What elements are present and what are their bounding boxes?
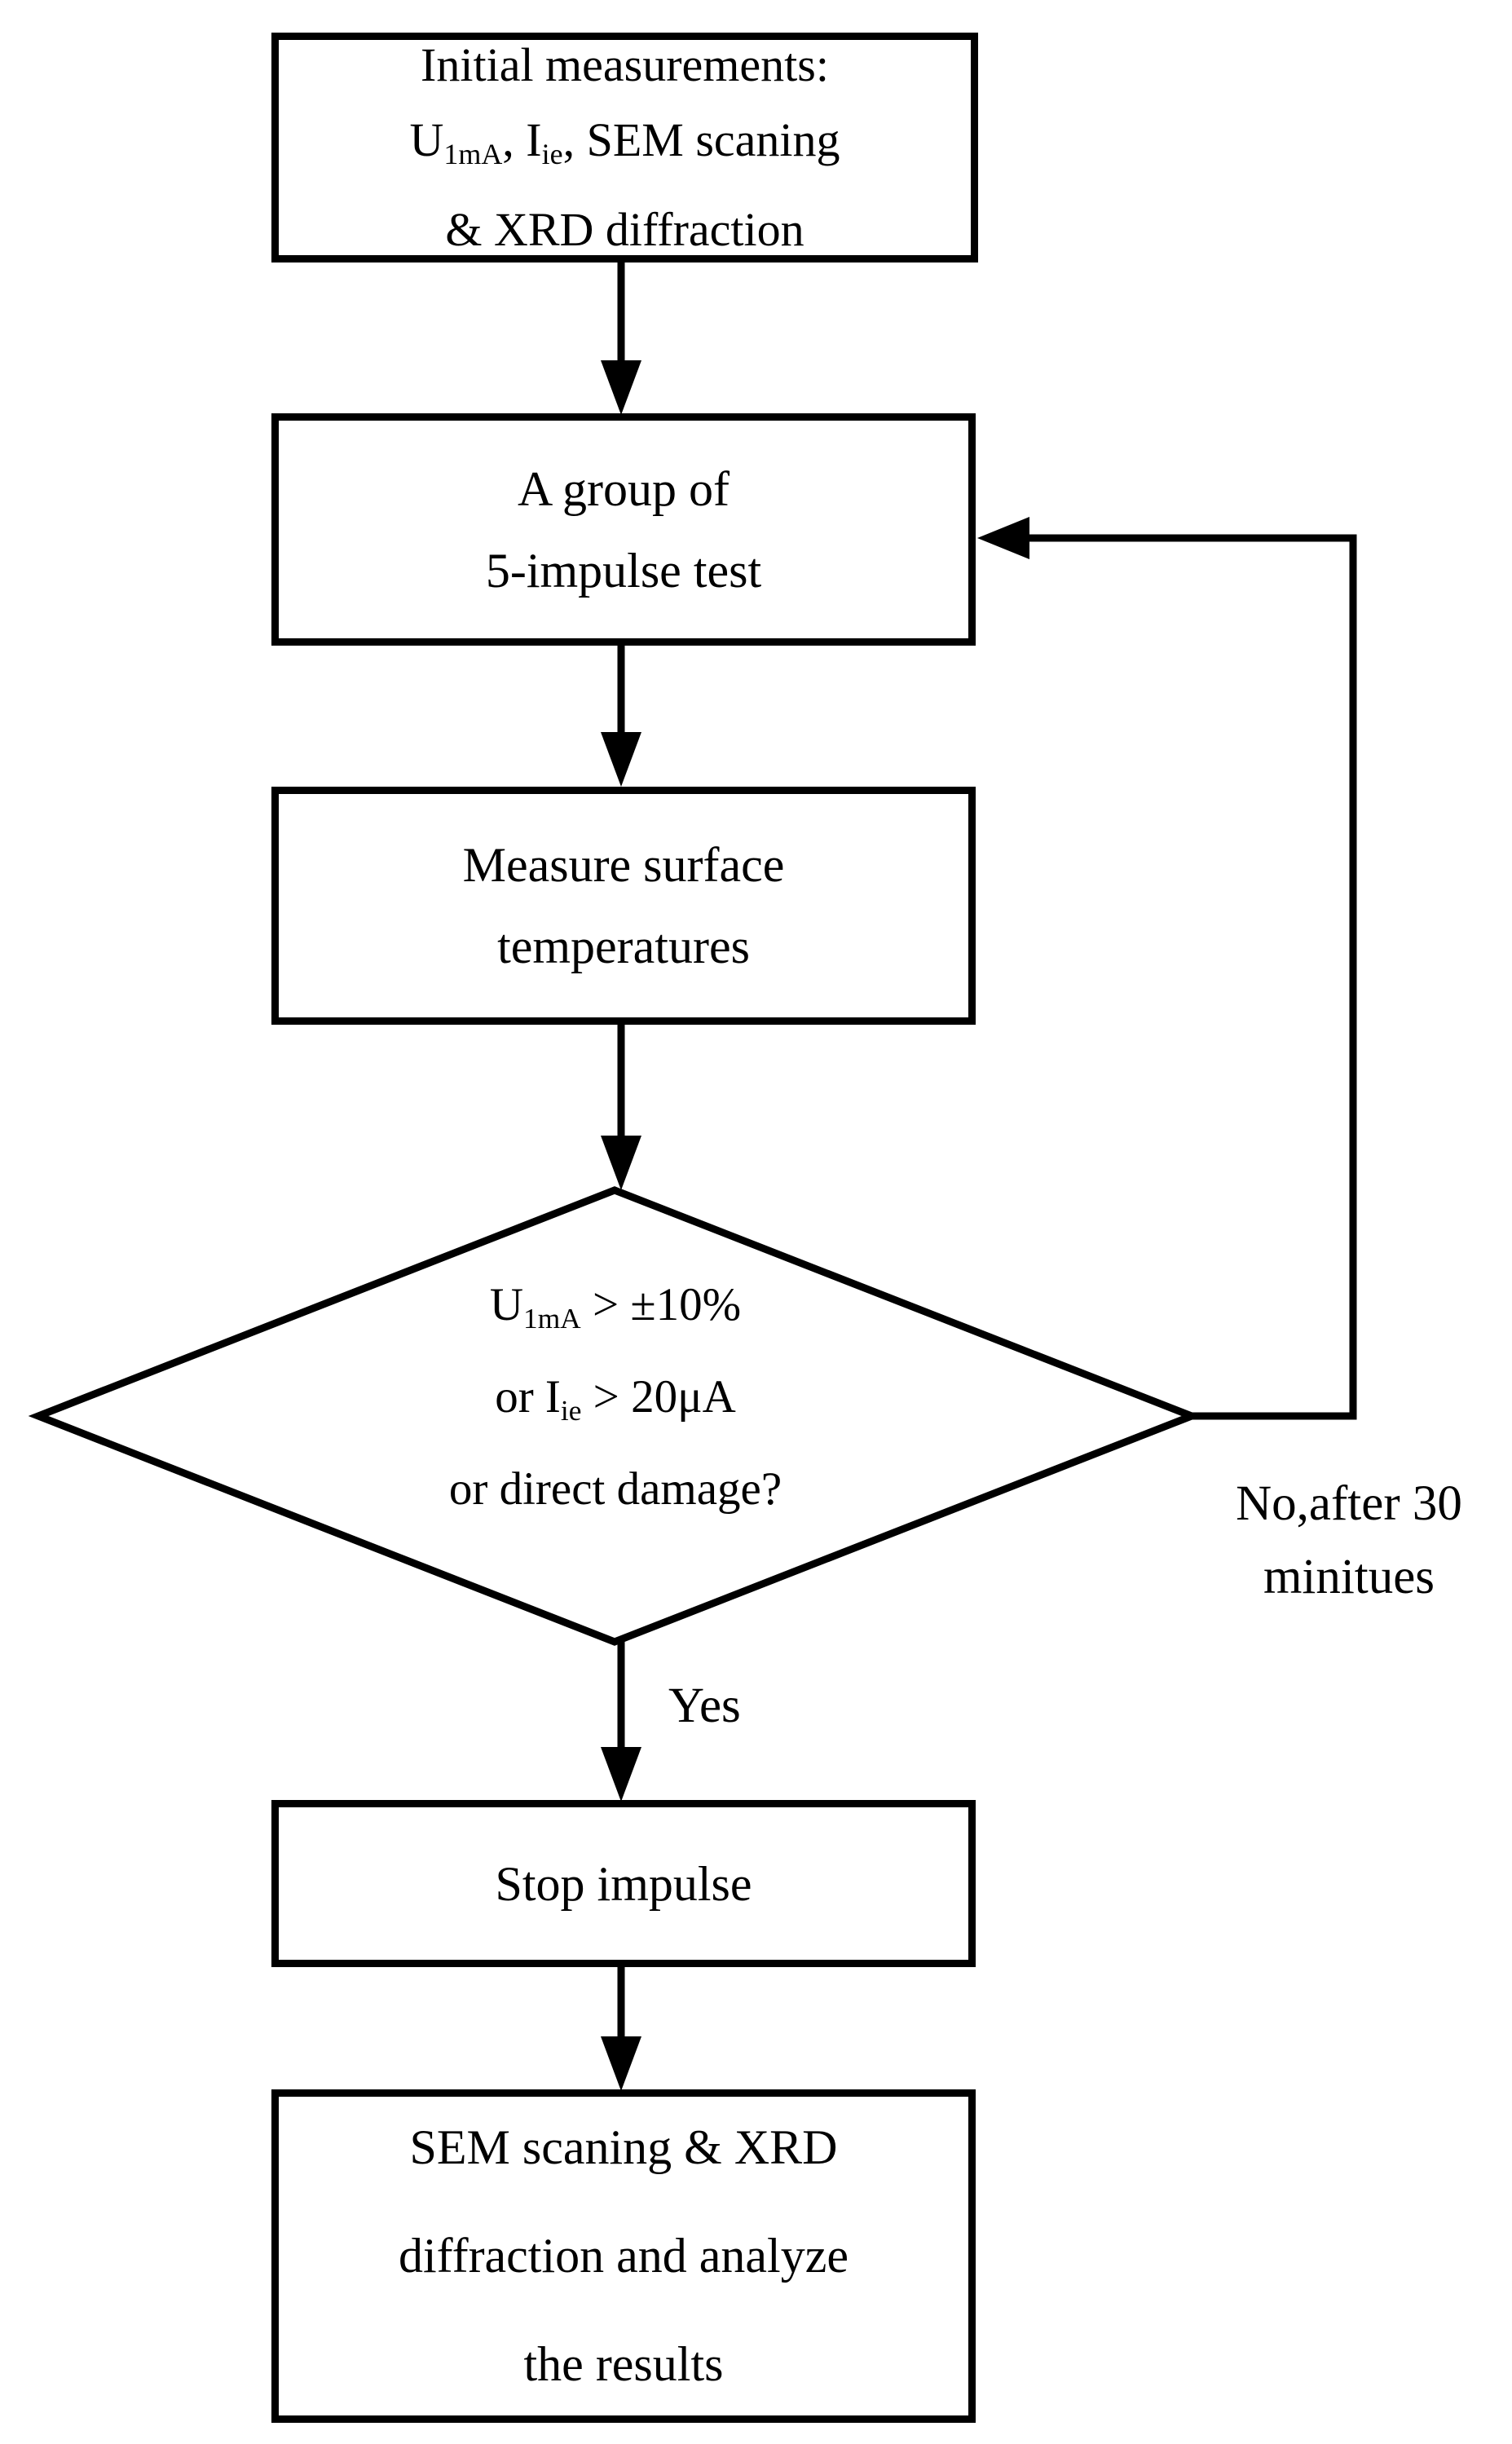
arrowhead-into-measure [601, 732, 641, 787]
node-impulse-test-group: A group of 5-impulse test [271, 413, 976, 646]
arrowhead-into-stop [601, 1747, 641, 1802]
node-text-line: the results [523, 2337, 724, 2391]
node-text-line: temperatures [497, 920, 750, 973]
node-text-line: 5-impulse test [485, 543, 762, 598]
edge-label-no-line: minitues [1263, 1550, 1435, 1604]
decision-text-line: or Iie > 20μA [495, 1370, 736, 1427]
node-measure-temperatures: Measure surface temperatures [271, 787, 976, 1025]
node-stop-impulse: Stop impulse [271, 1800, 976, 1967]
arrowhead-into-analyze [601, 2036, 641, 2091]
arrowhead-loop-into-group [977, 517, 1029, 559]
decision-text-line: U1mA > ±10% [489, 1279, 742, 1334]
decision-diamond [28, 1186, 1202, 1646]
node-text-line: U1mA, Iie, SEM scaning [409, 113, 840, 171]
node-initial-measurements: Initial measurements: U1mA, Iie, SEM sca… [271, 33, 978, 262]
arrowhead-into-decision [601, 1136, 641, 1190]
node-text-line: A group of [518, 461, 730, 516]
arrowhead-into-group [601, 360, 641, 415]
decision-condition-text: U1mA > ±10% or Iie > 20μA or direct dama… [196, 1266, 1035, 1529]
decision-text-line: or direct damage? [448, 1462, 782, 1515]
node-text-line: & XRD diffraction [445, 202, 804, 256]
edge-label-no: No,after 30 minitues [1186, 1467, 1512, 1614]
edge-decision-no-loop [1029, 534, 1357, 1420]
node-text-line: SEM scaning & XRD [409, 2120, 838, 2174]
node-text-line: Initial measurements: [421, 38, 829, 92]
node-sem-xrd-analyze: SEM scaning & XRD diffraction and analyz… [271, 2089, 976, 2423]
node-text-line: Stop impulse [495, 1856, 752, 1911]
node-text-line: diffraction and analyze [399, 2229, 849, 2283]
node-text-line: Measure surface [462, 838, 785, 892]
edge-label-no-line: No,after 30 [1236, 1476, 1462, 1531]
edge-label-yes: Yes [668, 1679, 741, 1733]
